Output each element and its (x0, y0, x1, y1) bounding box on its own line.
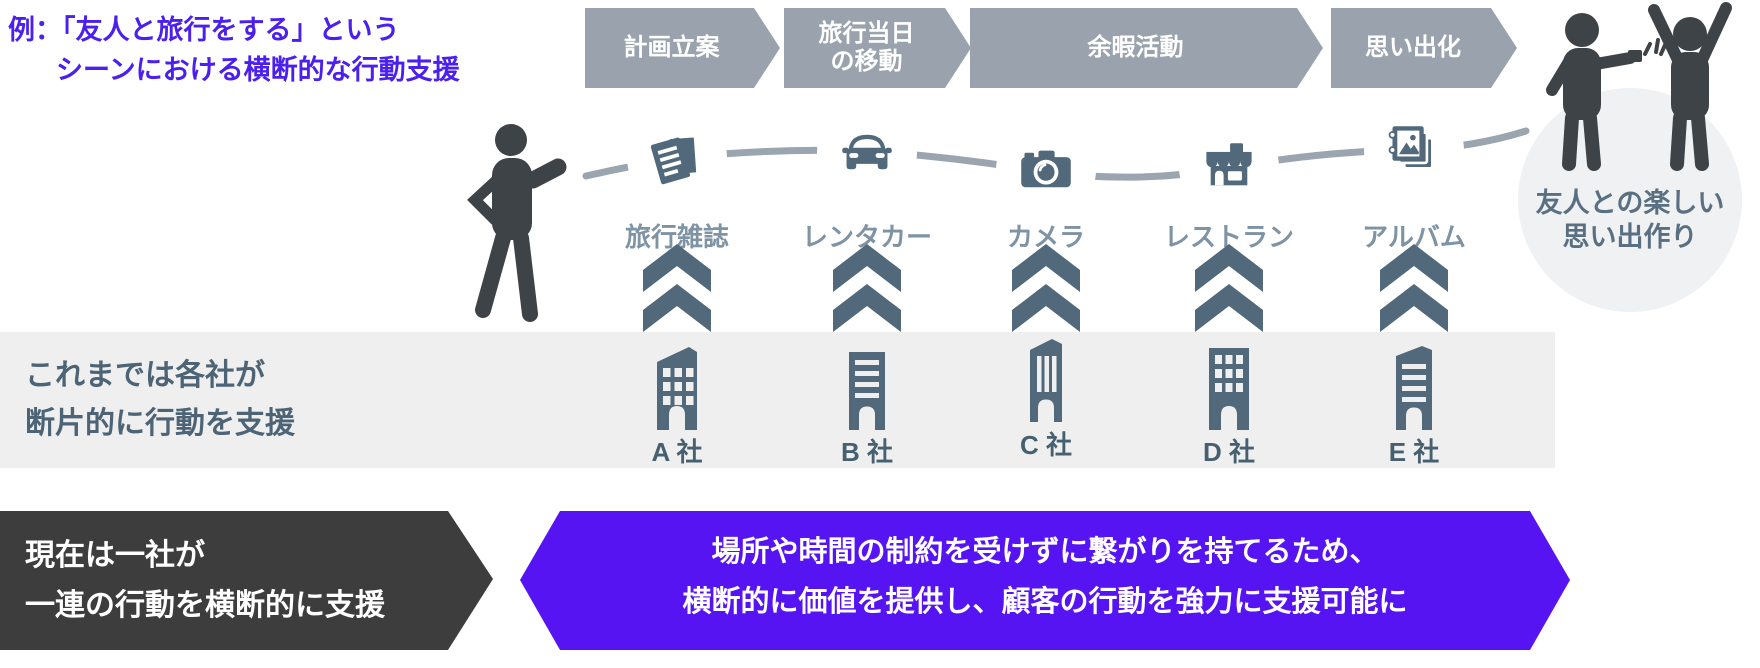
past-support-caption-line1: これまでは各社が (25, 359, 265, 392)
guide-person-figure (467, 124, 567, 322)
company-building-icon (1396, 346, 1432, 430)
journey-step-restaurant (1179, 117, 1279, 217)
car-icon (842, 134, 892, 170)
stage-chevron-planning: 計画立案 (585, 8, 780, 88)
benefit-caption-line1: 場所や時間の制約を受けずに繋がりを持てるため、 (711, 536, 1379, 568)
company-label: C 社 (1019, 430, 1072, 460)
present-support-caption: 現在は一社が 一連の行動を横断的に支援 (25, 531, 385, 631)
goal-caption: 友人との楽しい 思い出作り (1518, 186, 1742, 254)
company-building-icon (849, 352, 885, 430)
company-label: E 社 (1388, 437, 1440, 467)
past-support-caption: これまでは各社が 断片的に行動を支援 (25, 352, 295, 448)
example-caption-line1: 例：「友人と旅行をする」という (8, 15, 400, 45)
stage-chevron-travel-day: 旅行当日 の移動 (784, 8, 971, 88)
present-support-band-shape (0, 511, 493, 650)
stage-label: 計画立案 (623, 33, 720, 61)
benefit-caption-line2: 横断的に価値を提供し、顧客の行動を強力に支援可能に (682, 586, 1408, 618)
goal-caption-line1: 友人との楽しい (1535, 188, 1725, 218)
magazine-icon (650, 134, 699, 185)
company-label: D 社 (1202, 437, 1255, 467)
example-caption: 例：「友人と旅行をする」という シーンにおける横断的な行動支援 (8, 10, 460, 90)
past-support-band (0, 332, 1555, 468)
example-caption-line2: シーンにおける横断的な行動支援 (56, 55, 460, 85)
friends-celebrating-figures (1546, 2, 1732, 171)
stage-label: 思い出化 (1365, 33, 1461, 61)
journey-step-album (1364, 100, 1464, 200)
present-support-caption-line1: 現在は一社が (25, 539, 205, 572)
stage-chevron-leisure: 余暇活動 (970, 8, 1323, 88)
benefit-arrow-shape (520, 511, 1570, 650)
company-building-icon (1030, 339, 1062, 422)
transition-arrow (438, 488, 576, 668)
shop-icon (1206, 143, 1252, 186)
upward-chevrons-icon (643, 244, 711, 332)
benefit-caption: 場所や時間の制約を受けずに繋がりを持てるため、 横断的に価値を提供し、顧客の行動… (560, 527, 1530, 627)
camera-icon (1021, 150, 1071, 188)
journey-step-rental-car (817, 102, 917, 202)
journey-step-camera (996, 120, 1096, 220)
stage-label: 余暇活動 (1087, 33, 1184, 61)
company-label: A 社 (651, 437, 703, 467)
company-building-icon (657, 347, 697, 430)
upward-chevrons-icon (833, 244, 901, 332)
goal-caption-line2: 思い出作り (1562, 222, 1698, 252)
company-building-icon (1209, 348, 1249, 430)
company-label: B 社 (840, 437, 893, 467)
journey-step-magazine (627, 108, 727, 208)
upward-chevrons-icon (1195, 244, 1263, 332)
past-support-caption-line2: 断片的に行動を支援 (25, 407, 295, 440)
upward-chevrons-icon (1012, 244, 1080, 332)
stage-label: 旅行当日 の移動 (818, 19, 915, 75)
album-icon (1388, 126, 1434, 170)
upward-chevrons-icon (1380, 244, 1448, 332)
stage-chevron-memories: 思い出化 (1331, 8, 1517, 88)
present-support-caption-line2: 一連の行動を横断的に支援 (25, 589, 385, 622)
